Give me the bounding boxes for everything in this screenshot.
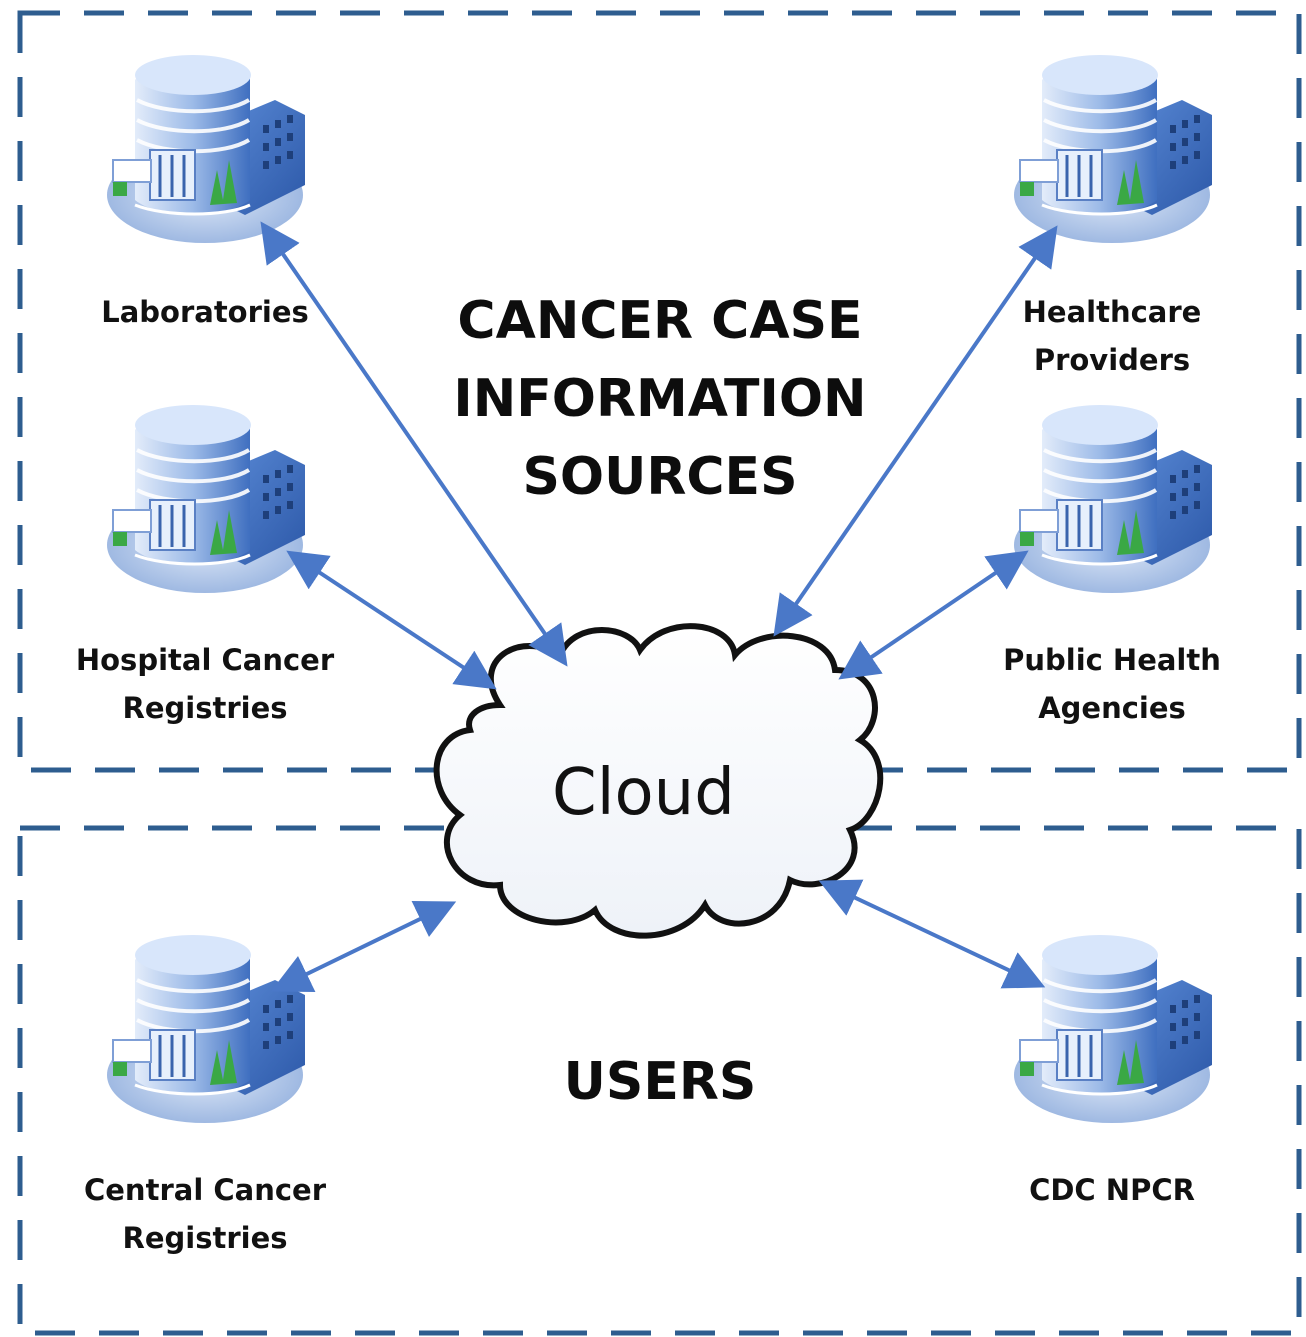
cdc-npcr-building-icon	[1012, 933, 1214, 1125]
public-health-agencies-label: Public Health Agencies	[962, 636, 1262, 732]
central-cancer-registries-label: Central Cancer Registries	[55, 1166, 355, 1262]
laboratories-label: Laboratories	[55, 288, 355, 336]
healthcare-providers-label-line-2: Providers	[1033, 343, 1191, 377]
laboratories-label-line: Laboratories	[101, 295, 309, 329]
sources-heading: CANCER CASE INFORMATION SOURCES	[420, 282, 900, 516]
cdc-npcr-label-line: CDC NPCR	[1029, 1173, 1195, 1207]
central-cancer-registries-building-icon	[105, 933, 307, 1125]
sources-heading-line-3: SOURCES	[522, 447, 798, 507]
hospital-cancer-registries-label: Hospital Cancer Registries	[55, 636, 355, 732]
healthcare-providers-label: Healthcare Providers	[962, 288, 1262, 384]
sources-heading-line-1: CANCER CASE	[457, 291, 863, 351]
arrow-cdc-npcr-cloud	[818, 879, 1046, 989]
central-cancer-registries-label-line-1: Central Cancer	[83, 1173, 327, 1207]
cloud-label: Cloud	[552, 756, 735, 830]
cdc-npcr-label: CDC NPCR	[962, 1166, 1262, 1214]
public-health-agencies-label-line-2: Agencies	[1038, 691, 1186, 725]
public-health-agencies-building-icon	[1012, 403, 1214, 595]
healthcare-providers-label-line-1: Healthcare	[1022, 295, 1202, 329]
cloud-shape	[433, 623, 884, 939]
hospital-cancer-registries-building-icon	[105, 403, 307, 595]
arrow-public-health-cloud	[838, 550, 1029, 680]
arrow-central-registries-cloud	[270, 900, 457, 993]
hospital-cancer-registries-label-line-2: Registries	[122, 691, 288, 725]
central-cancer-registries-label-line-2: Registries	[122, 1221, 288, 1255]
arrow-laboratories-cloud	[260, 221, 568, 667]
hospital-cancer-registries-label-line-1: Hospital Cancer	[75, 643, 335, 677]
laboratories-building-icon	[105, 53, 307, 246]
arrow-hospital-registries-cloud	[286, 550, 497, 690]
users-heading: USERS	[563, 1052, 757, 1112]
public-health-agencies-label-line-1: Public Health	[1003, 643, 1221, 677]
healthcare-providers-building-icon	[1012, 53, 1214, 246]
sources-heading-line-2: INFORMATION	[453, 369, 867, 429]
arrow-healthcare-providers-cloud	[773, 225, 1058, 637]
